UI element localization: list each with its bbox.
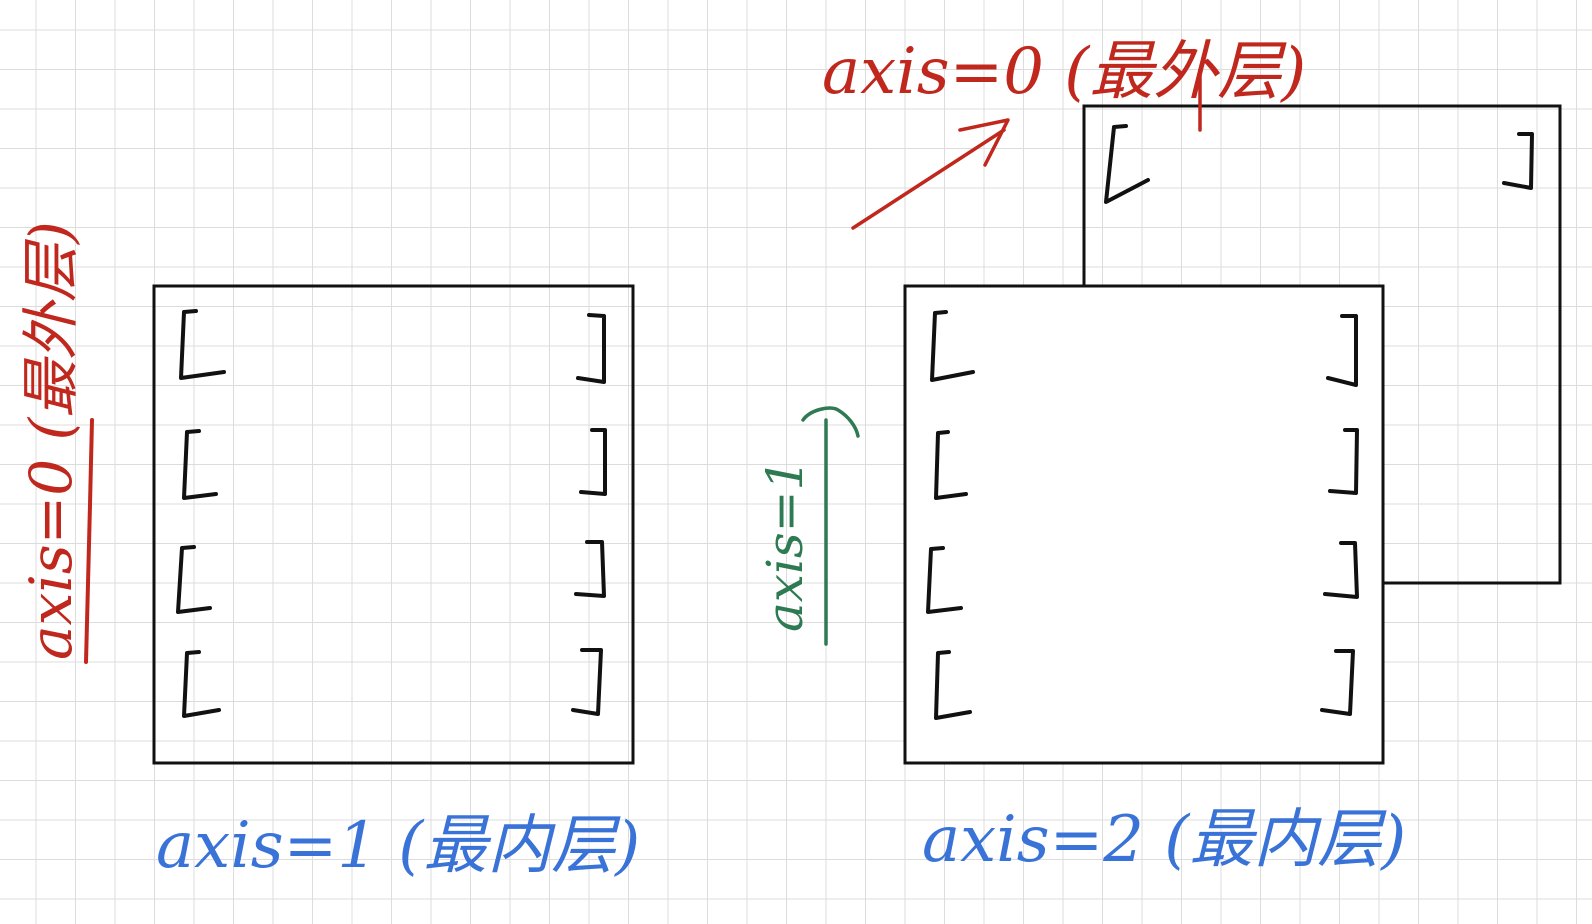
front-close-bracket [1320, 649, 1355, 716]
left-close-bracket [576, 313, 606, 384]
front-open-bracket [934, 430, 968, 500]
back-open-bracket [1104, 124, 1150, 204]
right-front-matrix-box [903, 284, 1385, 765]
left-open-bracket [182, 650, 221, 718]
left-matrix-box [152, 284, 635, 765]
front-close-bracket [1328, 428, 1359, 495]
left-close-bracket [574, 540, 606, 598]
left-open-bracket [182, 429, 218, 500]
right-back-matrix-box [1082, 104, 1562, 585]
axis1-arrow [801, 406, 860, 646]
left-close-bracket [571, 648, 603, 716]
front-open-bracket [926, 546, 963, 614]
right-back-matrix-brackets [1104, 124, 1534, 204]
left-matrix-row-brackets [176, 309, 607, 718]
front-open-bracket [930, 310, 975, 382]
front-open-bracket [934, 650, 972, 720]
axis0-left-label: axis=0 (最外层) [17, 221, 85, 660]
front-close-bracket [1323, 541, 1359, 599]
back-close-bracket [1502, 132, 1534, 190]
axis2-right-label: axis=2 (最内层) [922, 803, 1407, 877]
axis0-right-label: axis=0 (最外层) [822, 35, 1307, 109]
left-axis0-arrow-line [84, 418, 94, 664]
axis0-arrow [851, 118, 1010, 230]
left-close-bracket [579, 428, 607, 496]
left-open-bracket [179, 309, 226, 380]
axis1-right-label: axis=1 [756, 458, 814, 632]
front-close-bracket [1326, 314, 1358, 387]
right-front-matrix-row-brackets [926, 310, 1359, 720]
left-open-bracket [176, 545, 212, 614]
axis1-left-label: axis=1 (最内层) [156, 809, 641, 883]
